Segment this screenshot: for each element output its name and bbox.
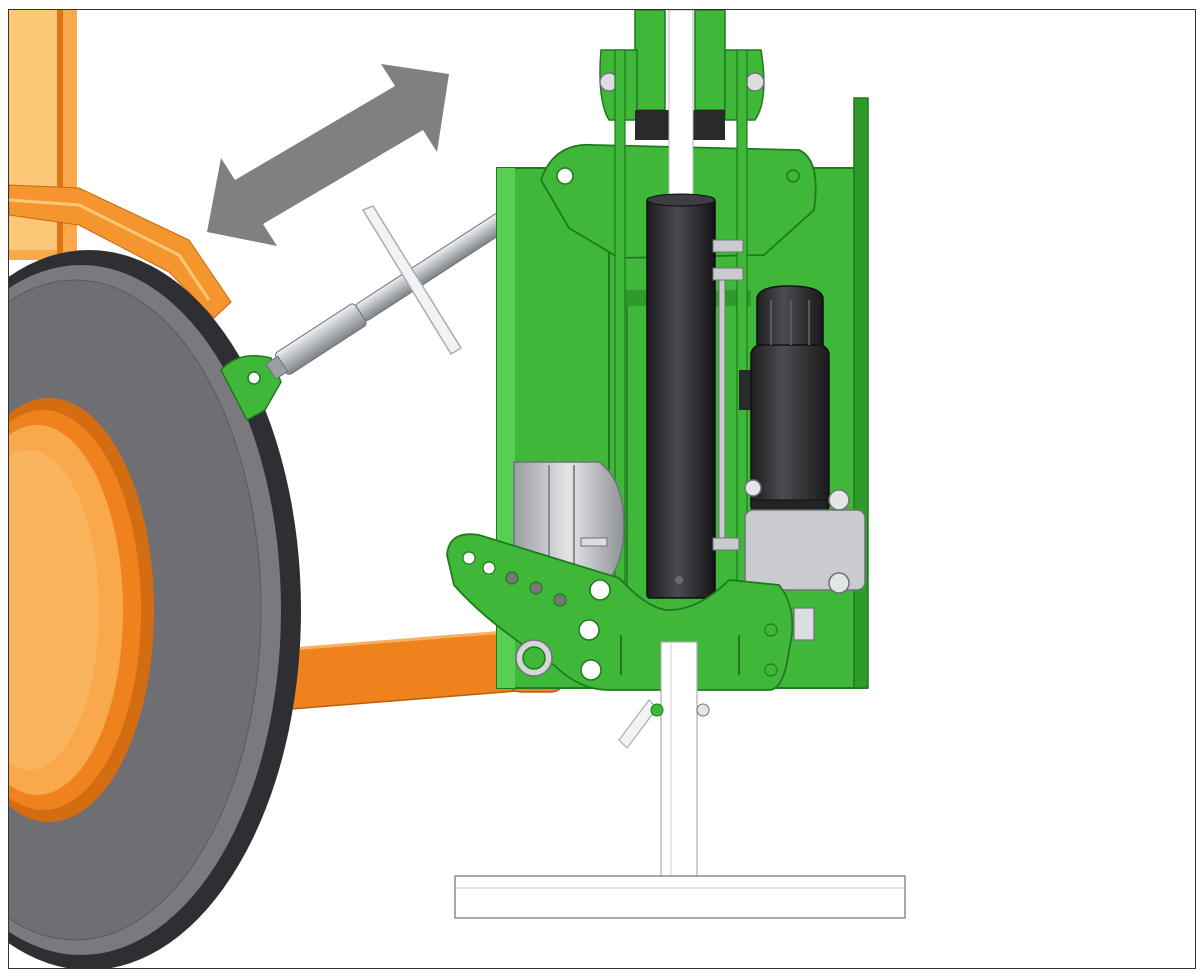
centre-shaft-lower	[618, 641, 710, 879]
diagram-frame	[8, 9, 1196, 969]
foot-plate	[454, 875, 906, 919]
pivot-bolt	[515, 639, 553, 677]
double-arrow-icon	[207, 64, 449, 246]
wheel	[9, 250, 301, 968]
orange-frame-upper	[9, 10, 232, 319]
centre-shaft-upper	[668, 10, 694, 201]
tension-rod	[712, 239, 744, 551]
green-mast-arms	[599, 10, 765, 651]
crank-handle	[361, 205, 463, 356]
gearbox-housing	[744, 479, 866, 641]
mechanism-diagram	[9, 10, 906, 968]
black-post	[646, 193, 716, 599]
wheel-bracket	[220, 355, 282, 422]
